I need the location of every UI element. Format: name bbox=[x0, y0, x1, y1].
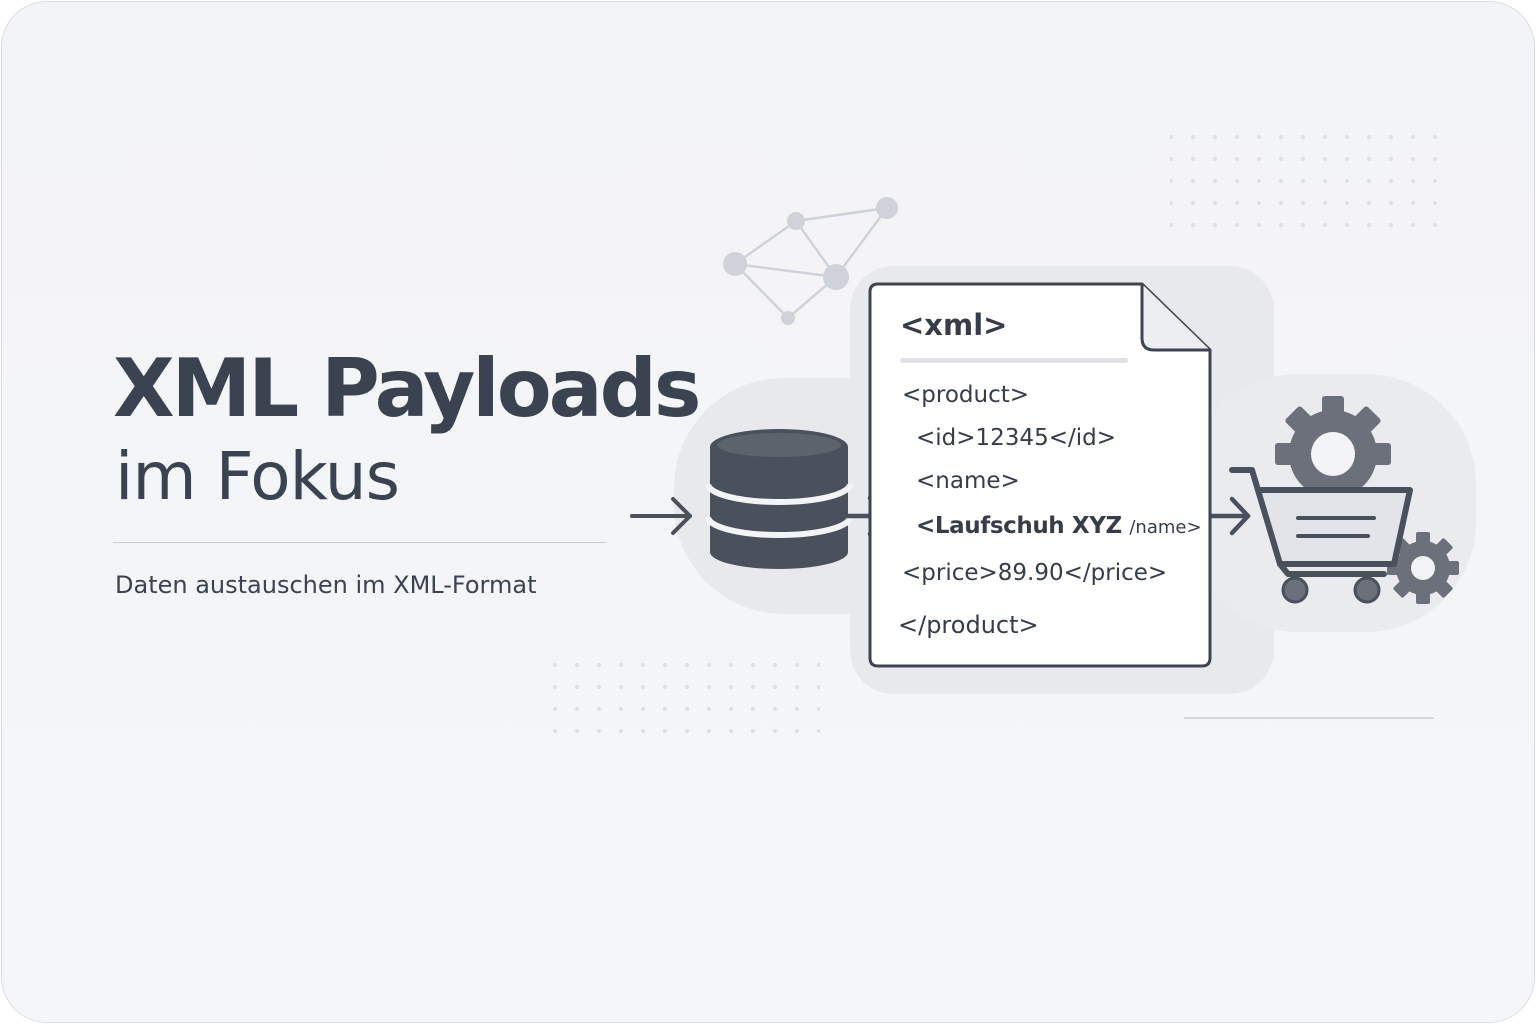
code-line-product-close: </product> bbox=[898, 611, 1039, 639]
code-line-name-value: <Laufschuh XYZ /name> bbox=[916, 513, 1202, 539]
arrow-right-icon bbox=[630, 497, 692, 535]
network-icon bbox=[723, 197, 898, 325]
database-icon bbox=[705, 429, 853, 569]
name-close-tag: /name> bbox=[1129, 517, 1202, 538]
arrow-right-icon bbox=[1207, 496, 1251, 536]
code-line-name-open: <name> bbox=[916, 468, 1020, 494]
shopping-cart-icon bbox=[1229, 467, 1413, 604]
title-divider bbox=[113, 542, 606, 543]
gear-icon bbox=[1275, 396, 1391, 498]
xml-root-tag: <xml> bbox=[900, 308, 1008, 342]
tagline: Daten austauschen im XML-Format bbox=[115, 571, 537, 599]
name-value-text: <Laufschuh XYZ bbox=[916, 513, 1122, 539]
code-line-product-open: <product> bbox=[902, 382, 1030, 408]
dot-grid-bottom-left bbox=[538, 652, 820, 748]
code-line-price: <price>89.90</price> bbox=[902, 560, 1168, 586]
xml-document-icon: <xml> <product> <id>12345</id> <name> <L… bbox=[868, 282, 1212, 668]
page-subtitle: im Fokus bbox=[115, 438, 400, 515]
dot-grid-top-right bbox=[1170, 122, 1452, 238]
page-title: XML Payloads bbox=[113, 342, 702, 435]
document-sheet bbox=[868, 282, 1212, 668]
code-line-id: <id>12345</id> bbox=[916, 425, 1116, 451]
